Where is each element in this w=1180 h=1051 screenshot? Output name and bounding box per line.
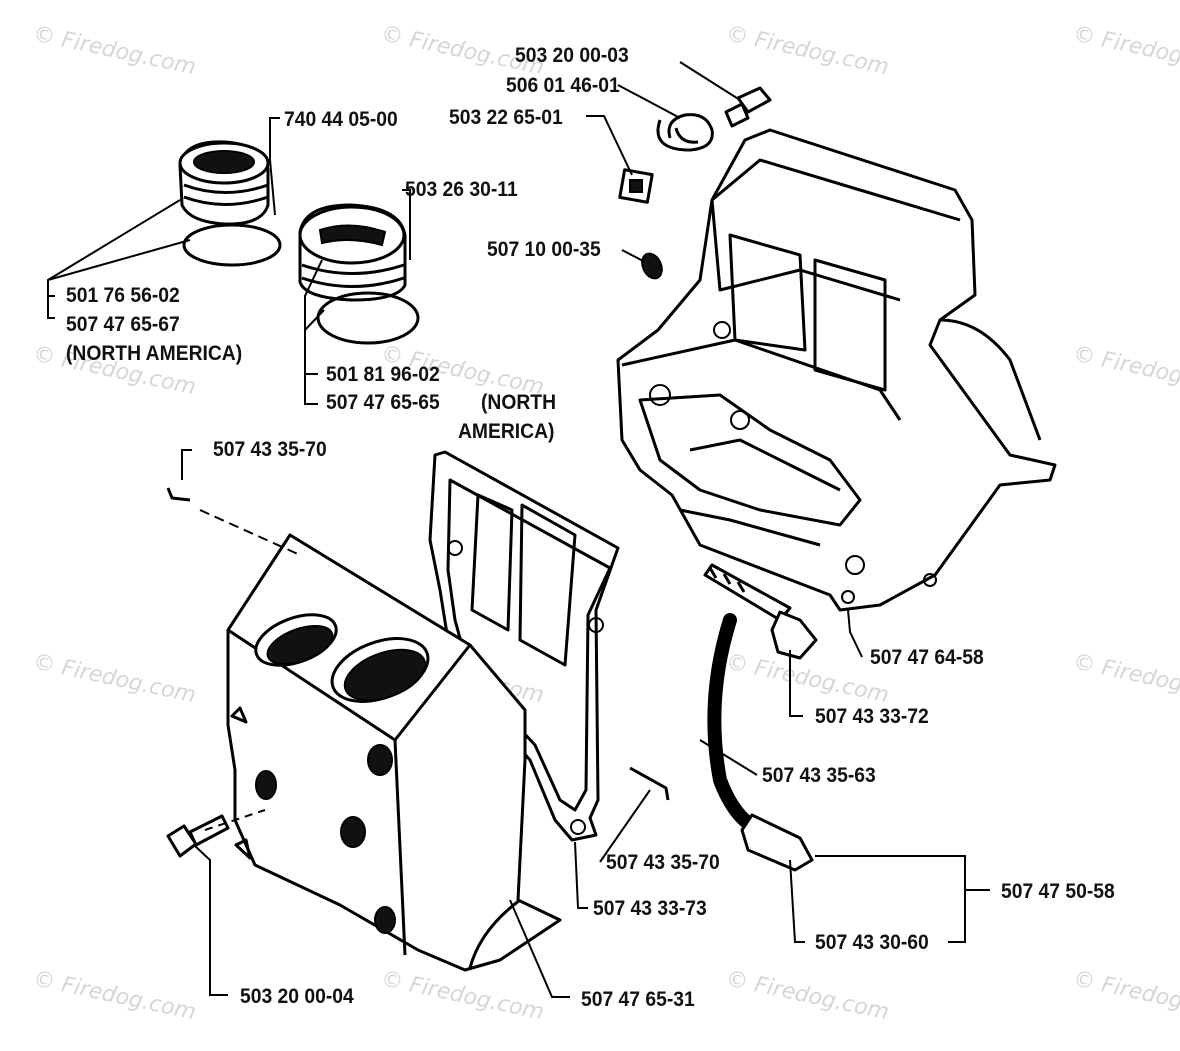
part-number-label: 507 43 33-72 — [815, 705, 929, 728]
watermark: © Firedog.com — [31, 966, 198, 1025]
bottom-bolt-part — [166, 814, 230, 858]
part-number-label: 503 20 00-03 — [515, 44, 629, 67]
part-number-label: 507 43 35-63 — [762, 764, 876, 787]
part-number-label: 507 43 30-60 — [815, 931, 929, 954]
part-number-label: 507 47 65-31 — [581, 988, 695, 1011]
watermark: © Firedog.com — [31, 649, 198, 708]
part-number-label: 507 10 00-35 — [487, 238, 601, 261]
part-number-label: 503 22 65-01 — [449, 106, 563, 129]
part-number-label: 503 20 00-04 — [240, 985, 355, 1008]
part-number-label: 740 44 05-00 — [284, 108, 398, 131]
part-number-label: 501 76 56-02 — [66, 284, 180, 307]
watermark: © Firedog.com — [724, 966, 891, 1025]
part-labels: 503 20 00-03 506 01 46-01 503 22 65-01 7… — [66, 44, 1115, 1011]
watermark: © Firedog.com — [1071, 21, 1180, 80]
part-number-label: 507 43 33-73 — [593, 897, 707, 920]
plug-part — [641, 252, 663, 280]
nut-part — [618, 168, 654, 204]
watermark: © Firedog.com — [1071, 966, 1180, 1025]
gasket-part — [428, 450, 620, 842]
watermark: © Firedog.com — [1071, 649, 1180, 708]
tank-housing-part — [616, 128, 1057, 612]
part-number-label: 507 47 64-58 — [870, 646, 984, 669]
watermark: © Firedog.com — [1071, 341, 1180, 400]
fuel-hose-part — [707, 613, 814, 872]
region-note-label: (NORTH AMERICA) — [66, 342, 242, 365]
pin-part — [166, 487, 670, 801]
part-number-label: 503 26 30-11 — [405, 178, 518, 201]
leader-lines — [47, 61, 990, 998]
region-note-label: (NORTH — [481, 391, 556, 414]
part-number-label: 506 01 46-01 — [506, 74, 620, 97]
part-number-label: 507 47 65-65 — [326, 391, 440, 414]
bolt-part — [724, 86, 772, 128]
watermark: © Firedog.com — [31, 21, 198, 80]
watermark: © Firedog.com — [724, 649, 891, 708]
oil-cap-part — [178, 140, 282, 267]
part-number-label: 507 47 50-58 — [1001, 880, 1115, 903]
clamp-part — [656, 113, 714, 152]
watermark: © Firedog.com — [379, 966, 546, 1025]
cover-housing-part — [226, 533, 562, 972]
screw-part — [703, 563, 818, 660]
part-number-label: 507 43 35-70 — [606, 851, 720, 874]
fuel-cap-part — [298, 203, 420, 345]
region-note-label: AMERICA) — [458, 420, 554, 443]
part-number-label: 507 43 35-70 — [213, 438, 327, 461]
watermark: © Firedog.com — [724, 21, 891, 80]
part-number-label: 501 81 96-02 — [326, 363, 440, 386]
part-number-label: 507 47 65-67 — [66, 313, 180, 336]
